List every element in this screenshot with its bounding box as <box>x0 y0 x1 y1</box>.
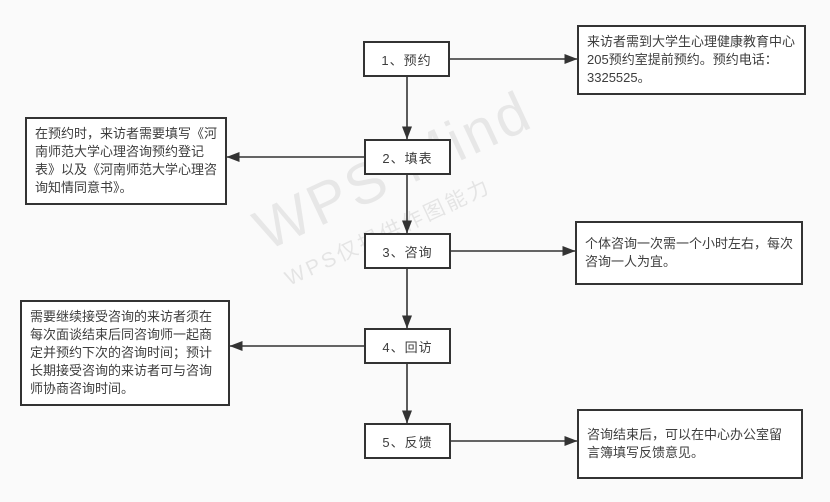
flow-step-follow-up[interactable]: 4、回访 <box>364 328 451 364</box>
note-followup-scheduling-text: 需要继续接受咨询的来访者须在每次面谈结束后同咨询师一起商定并预约下次的咨询时间；… <box>30 309 213 396</box>
note-appointment-details-text: 来访者需到大学生心理健康教育中心205预约室提前预约。预约电话：3325525。 <box>587 34 796 85</box>
note-feedback-method[interactable]: 咨询结束后，可以在中心办公室留言簿填写反馈意见。 <box>577 409 803 479</box>
flow-step-fill-form[interactable]: 2、填表 <box>364 139 451 175</box>
note-appointment-details[interactable]: 来访者需到大学生心理健康教育中心205预约室提前预约。预约电话：3325525。 <box>577 25 806 95</box>
flow-step-appointment[interactable]: 1、预约 <box>363 41 450 77</box>
note-session-duration-text: 个体咨询一次需一个小时左右，每次咨询一人为宜。 <box>585 236 794 269</box>
note-session-duration[interactable]: 个体咨询一次需一个小时左右，每次咨询一人为宜。 <box>575 221 803 285</box>
note-registration-forms[interactable]: 在预约时，来访者需要填写《河南师范大学心理咨询预约登记表》以及《河南师范大学心理… <box>25 117 227 205</box>
note-registration-forms-text: 在预约时，来访者需要填写《河南师范大学心理咨询预约登记表》以及《河南师范大学心理… <box>35 126 218 195</box>
note-feedback-method-text: 咨询结束后，可以在中心办公室留言簿填写反馈意见。 <box>587 427 783 460</box>
flow-step-feedback[interactable]: 5、反馈 <box>364 423 451 459</box>
note-followup-scheduling[interactable]: 需要继续接受咨询的来访者须在每次面谈结束后同咨询师一起商定并预约下次的咨询时间；… <box>20 300 230 406</box>
flow-step-consultation[interactable]: 3、咨询 <box>364 233 451 269</box>
